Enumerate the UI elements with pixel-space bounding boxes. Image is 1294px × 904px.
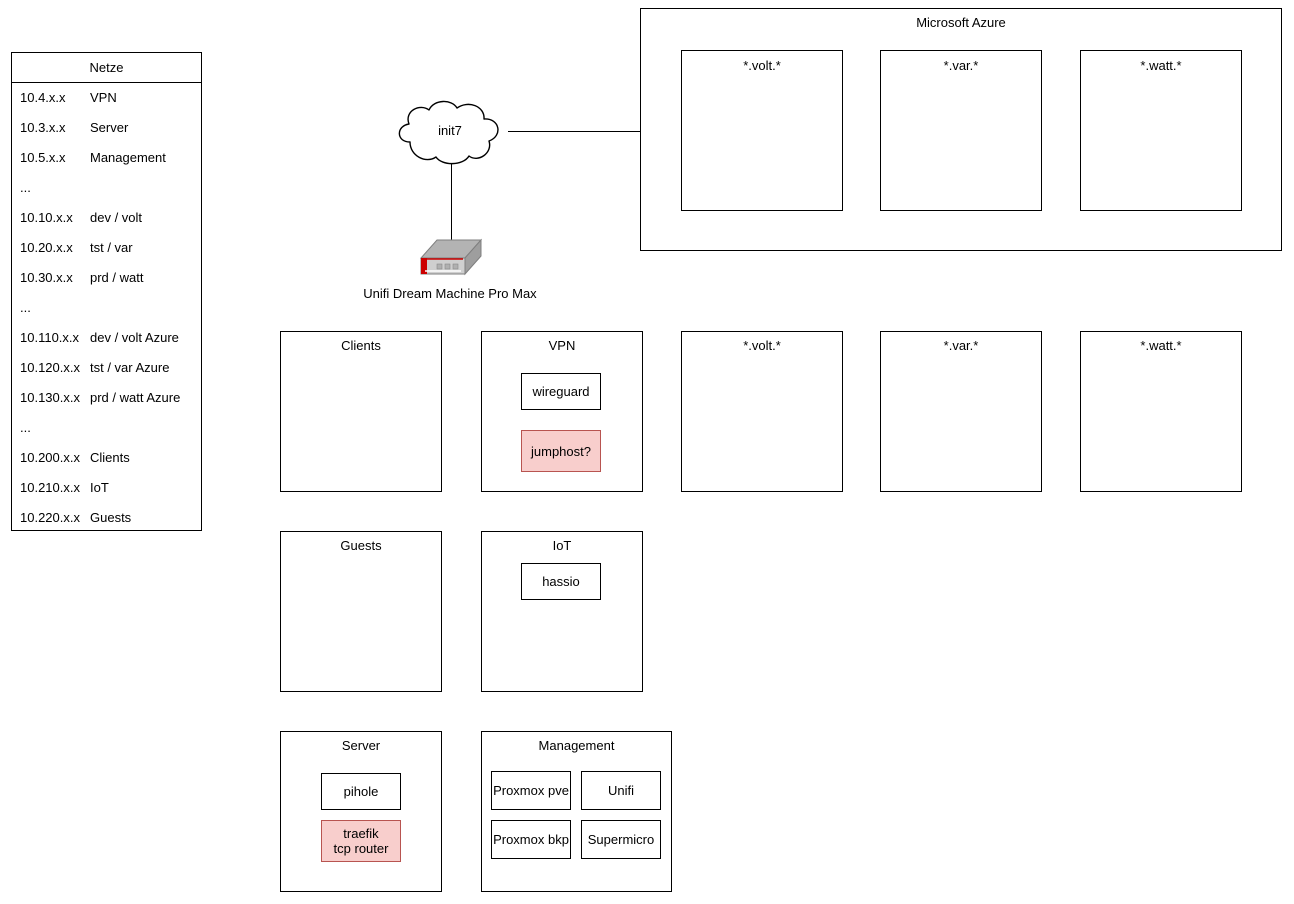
node-wireguard[interactable]: wireguard xyxy=(521,373,601,410)
table-row: 10.110.x.x dev / volt Azure xyxy=(12,322,201,352)
table-row: 10.130.x.x prd / watt Azure xyxy=(12,382,201,412)
network-group-var: *.var.* xyxy=(880,331,1042,492)
netze-name: Server xyxy=(90,119,129,135)
netze-name: Management xyxy=(90,149,166,165)
node-unifi-label: Unifi xyxy=(607,783,634,798)
table-row: ... xyxy=(12,412,201,442)
netze-cidr: 10.110.x.x xyxy=(20,329,80,345)
azure-title: Microsoft Azure xyxy=(916,15,1006,30)
network-group-vpn-title: VPN xyxy=(548,338,576,353)
network-group-iot-title: IoT xyxy=(552,538,572,553)
table-row: 10.5.x.x Management xyxy=(12,142,201,172)
netze-cidr: 10.200.x.x xyxy=(20,449,80,465)
netze-cidr: 10.210.x.x xyxy=(20,479,80,495)
node-proxmox-bkp[interactable]: Proxmox bkp xyxy=(491,820,571,859)
network-group-var-title: *.var.* xyxy=(943,338,979,353)
network-group-server: Server xyxy=(280,731,442,892)
netze-name: tst / var xyxy=(90,239,133,255)
netze-table-header: Netze xyxy=(12,53,201,83)
netze-cidr: 10.3.x.x xyxy=(20,119,66,135)
table-row: 10.10.x.x dev / volt xyxy=(12,202,201,232)
table-row: ... xyxy=(12,172,201,202)
netze-name: VPN xyxy=(90,89,117,105)
network-group-clients: Clients xyxy=(280,331,442,492)
netze-name: Guests xyxy=(90,509,132,525)
table-row: 10.4.x.x VPN xyxy=(12,82,201,112)
netze-name: dev / volt xyxy=(90,209,143,225)
netze-name: IoT xyxy=(90,479,109,495)
netze-cidr: 10.130.x.x xyxy=(20,389,80,405)
router-device xyxy=(419,238,483,282)
network-group-iot: IoT xyxy=(481,531,643,692)
azure-env-watt: *.watt.* xyxy=(1080,50,1242,211)
node-pihole[interactable]: pihole xyxy=(321,773,401,810)
netze-table-body: 10.4.x.x VPN 10.3.x.x Server 10.5.x.x Ma… xyxy=(12,82,201,532)
router-label: Unifi Dream Machine Pro Max xyxy=(363,286,537,301)
node-proxmox-pve-label: Proxmox pve xyxy=(493,783,569,798)
table-row: 10.120.x.x tst / var Azure xyxy=(12,352,201,382)
netze-cidr: 10.10.x.x xyxy=(20,209,73,225)
netze-name: prd / watt xyxy=(90,269,144,285)
node-proxmox-bkp-label: Proxmox bkp xyxy=(493,832,569,847)
azure-env-var-label: *.var.* xyxy=(943,58,979,73)
node-wireguard-label: wireguard xyxy=(532,384,590,399)
netze-cidr: 10.4.x.x xyxy=(20,89,66,105)
network-group-guests: Guests xyxy=(280,531,442,692)
table-row: 10.30.x.x prd / watt xyxy=(12,262,201,292)
azure-env-watt-label: *.watt.* xyxy=(1140,58,1182,73)
netze-cidr: ... xyxy=(20,299,31,315)
netze-table-title: Netze xyxy=(89,60,124,75)
node-traefik-label: traefik tcp router xyxy=(333,826,389,856)
netze-name: prd / watt Azure xyxy=(90,389,181,405)
netze-legend-table: Netze 10.4.x.x VPN 10.3.x.x Server 10.5.… xyxy=(11,52,202,531)
router-device-icon xyxy=(419,238,483,276)
table-row: ... xyxy=(12,292,201,322)
network-group-watt: *.watt.* xyxy=(1080,331,1242,492)
cloud-init7: init7 xyxy=(390,98,510,166)
table-row: 10.200.x.x Clients xyxy=(12,442,201,472)
netze-cidr: 10.30.x.x xyxy=(20,269,73,285)
node-supermicro[interactable]: Supermicro xyxy=(581,820,661,859)
node-proxmox-pve[interactable]: Proxmox pve xyxy=(491,771,571,810)
netze-name: dev / volt Azure xyxy=(90,329,179,345)
node-pihole-label: pihole xyxy=(343,784,379,799)
netze-cidr: 10.120.x.x xyxy=(20,359,80,375)
network-group-guests-title: Guests xyxy=(340,538,382,553)
connector-cloud-to-azure xyxy=(508,131,641,132)
azure-env-var: *.var.* xyxy=(880,50,1042,211)
table-row: 10.20.x.x tst / var xyxy=(12,232,201,262)
cloud-label: init7 xyxy=(438,123,462,138)
azure-env-volt-label: *.volt.* xyxy=(743,58,781,73)
network-group-server-title: Server xyxy=(341,738,381,753)
network-group-clients-title: Clients xyxy=(341,338,381,353)
network-group-management: Management xyxy=(481,731,672,892)
netze-cidr: 10.5.x.x xyxy=(20,149,66,165)
connector-cloud-to-router xyxy=(451,163,452,242)
netze-cidr: 10.20.x.x xyxy=(20,239,73,255)
table-row: 10.210.x.x IoT xyxy=(12,472,201,502)
netze-name: Clients xyxy=(90,449,130,465)
node-unifi[interactable]: Unifi xyxy=(581,771,661,810)
network-group-volt-title: *.volt.* xyxy=(743,338,781,353)
node-supermicro-label: Supermicro xyxy=(587,832,655,847)
table-row: 10.3.x.x Server xyxy=(12,112,201,142)
network-group-volt: *.volt.* xyxy=(681,331,843,492)
network-group-management-title: Management xyxy=(538,738,615,753)
node-jumphost-label: jumphost? xyxy=(531,443,591,459)
node-jumphost[interactable]: jumphost? xyxy=(521,430,601,472)
netze-cidr: 10.220.x.x xyxy=(20,509,80,525)
node-traefik[interactable]: traefik tcp router xyxy=(321,820,401,862)
table-row: 10.220.x.x Guests xyxy=(12,502,201,532)
cloud-icon xyxy=(398,100,499,165)
netze-name: tst / var Azure xyxy=(90,359,170,375)
node-hassio[interactable]: hassio xyxy=(521,563,601,600)
node-hassio-label: hassio xyxy=(542,574,580,589)
netze-cidr: ... xyxy=(20,419,31,435)
azure-env-volt: *.volt.* xyxy=(681,50,843,211)
network-group-watt-title: *.watt.* xyxy=(1140,338,1182,353)
netze-cidr: ... xyxy=(20,179,31,195)
